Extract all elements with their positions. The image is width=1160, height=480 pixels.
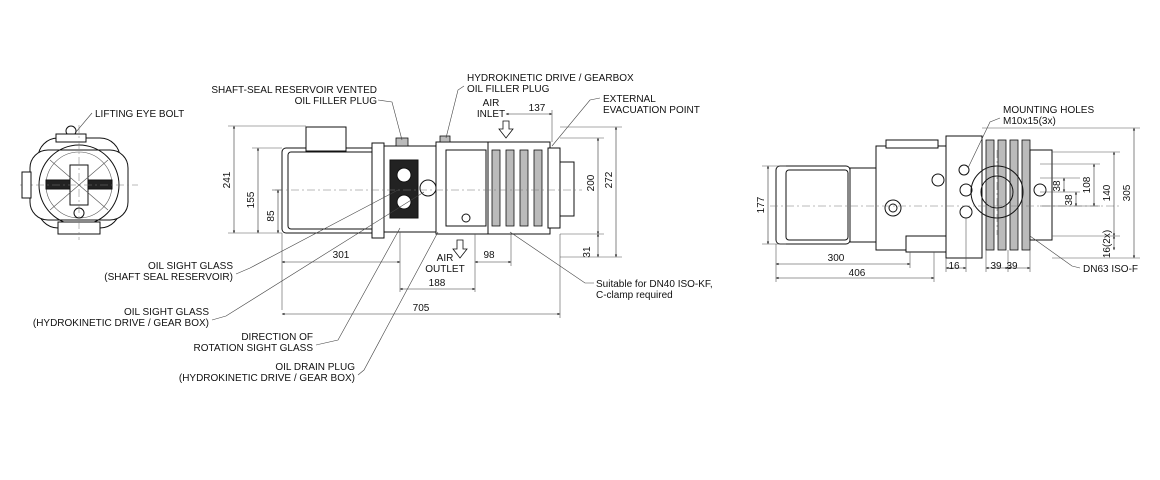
label-external-evac-1: EXTERNAL — [603, 94, 656, 105]
side-view-pump — [275, 126, 582, 239]
dim-85: 85 — [266, 210, 277, 222]
leader-lifting-eye — [75, 112, 93, 133]
label-dn63: DN63 ISO-F — [1083, 264, 1138, 275]
dim-305: 305 — [1122, 184, 1133, 201]
label-rotation-1: DIRECTION OF — [241, 332, 313, 343]
label-shaft-seal-1: SHAFT-SEAL RESERVOIR VENTED — [211, 85, 377, 96]
label-drain-2: (HYDROKINETIC DRIVE / GEAR BOX) — [179, 373, 355, 384]
leader-dn63 — [1029, 235, 1081, 269]
leader-drain — [357, 231, 439, 376]
label-lifting-eye-bolt: LIFTING EYE BOLT — [95, 109, 184, 120]
dim-188: 188 — [429, 278, 446, 289]
leader-rotation — [315, 227, 401, 346]
air-outlet-arrow-icon — [452, 239, 468, 259]
dim-16x2: 16(2x) — [1102, 230, 1113, 258]
dim-177: 177 — [756, 196, 767, 213]
dim-38a: 38 — [1052, 180, 1063, 192]
dim-241: 241 — [222, 171, 233, 188]
dim-300: 300 — [828, 253, 845, 264]
dim-31: 31 — [582, 246, 593, 258]
air-inlet-arrow-icon — [498, 120, 514, 139]
label-gearbox-plug-2: OIL FILLER PLUG — [467, 84, 550, 95]
leader-oil-sight-seal — [235, 189, 399, 275]
dim-108: 108 — [1082, 176, 1093, 193]
dim-200: 200 — [586, 174, 597, 191]
dim-39b: 39 — [1006, 261, 1018, 272]
label-mounting-1: MOUNTING HOLES — [1003, 105, 1094, 116]
leader-shaft-seal — [377, 99, 403, 141]
label-drain-1: OIL DRAIN PLUG — [275, 362, 355, 373]
label-oil-sight-gear-2: (HYDROKINETIC DRIVE / GEAR BOX) — [33, 318, 209, 329]
dim-39a: 39 — [990, 261, 1002, 272]
dim-406: 406 — [849, 268, 866, 279]
leader-gearbox-plug — [445, 85, 465, 139]
label-air-inlet-2: INLET — [477, 109, 505, 120]
label-dn40-1: Suitable for DN40 ISO-KF, — [596, 279, 713, 290]
label-shaft-seal-2: OIL FILLER PLUG — [295, 96, 378, 107]
label-air-outlet-2: OUTLET — [425, 264, 464, 275]
dim-155: 155 — [246, 191, 257, 208]
label-oil-sight-seal-1: OIL SIGHT GLASS — [148, 261, 233, 272]
end-view-left — [20, 125, 138, 240]
label-mounting-2: M10x15(3x) — [1003, 116, 1056, 127]
dim-98: 98 — [483, 250, 495, 261]
leader-mounting — [967, 117, 1001, 169]
label-air-inlet-1: AIR — [483, 98, 500, 109]
label-oil-sight-seal-2: (SHAFT SEAL RESERVOIR) — [104, 272, 233, 283]
dim-16: 16 — [948, 261, 960, 272]
dim-140: 140 — [1102, 184, 1113, 201]
dim-301: 301 — [333, 250, 350, 261]
label-gearbox-plug-1: HYDROKINETIC DRIVE / GEARBOX — [467, 73, 634, 84]
dim-272: 272 — [604, 171, 615, 188]
label-rotation-2: ROTATION SIGHT GLASS — [194, 343, 314, 354]
dim-38b: 38 — [1064, 194, 1075, 206]
leader-external-evac — [551, 97, 601, 147]
dim-137: 137 — [529, 103, 546, 114]
dim-705: 705 — [413, 303, 430, 314]
leader-dn40 — [509, 231, 594, 284]
top-view-pump — [770, 135, 1120, 259]
label-external-evac-2: EVACUATION POINT — [603, 105, 700, 116]
label-oil-sight-gear-1: OIL SIGHT GLASS — [124, 307, 209, 318]
label-air-outlet-1: AIR — [437, 253, 454, 264]
label-dn40-2: C-clamp required — [596, 290, 673, 301]
leader-oil-sight-gear — [211, 191, 425, 321]
